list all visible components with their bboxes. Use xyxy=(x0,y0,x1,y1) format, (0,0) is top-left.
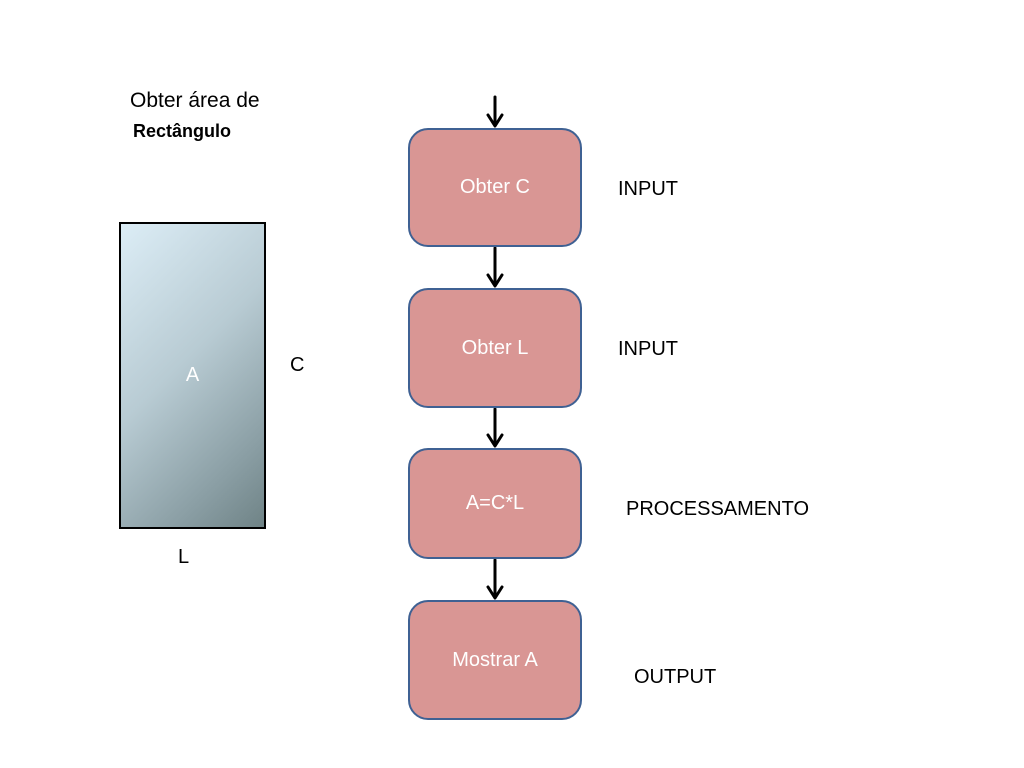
arrow-step-1-to-step-2 xyxy=(486,246,504,288)
flow-step-label: Obter C xyxy=(459,176,531,198)
flow-step-label: Obter L xyxy=(461,336,529,359)
flow-step-mostrar-a: Mostrar A xyxy=(408,600,582,720)
rectangle-shape: A xyxy=(119,222,266,529)
rectangle-side-c-label: C xyxy=(290,354,305,376)
flow-step-label: Mostrar A xyxy=(452,648,538,671)
rectangle-area-label: A xyxy=(185,364,200,386)
flow-step-calcular-area: A=C*L xyxy=(408,448,582,559)
arrow-into-step-1 xyxy=(486,95,504,128)
flow-step-obter-c: Obter C xyxy=(408,128,582,247)
flow-step-role-3: PROCESSAMENTO xyxy=(626,498,809,520)
flow-step-obter-l: Obter L xyxy=(408,288,582,408)
arrow-step-3-to-step-4 xyxy=(486,558,504,600)
flow-step-role-2: INPUT xyxy=(618,338,678,360)
flow-step-label: A=C*L xyxy=(465,492,525,514)
diagram-title-line2: Rectângulo xyxy=(133,121,232,141)
rectangle-side-l-label: L xyxy=(178,546,190,568)
flow-step-role-4: OUTPUT xyxy=(634,666,717,688)
diagram-title-line1: Obter área de xyxy=(130,89,260,112)
arrow-step-2-to-step-3 xyxy=(486,407,504,448)
flow-step-role-1: INPUT xyxy=(618,178,678,200)
